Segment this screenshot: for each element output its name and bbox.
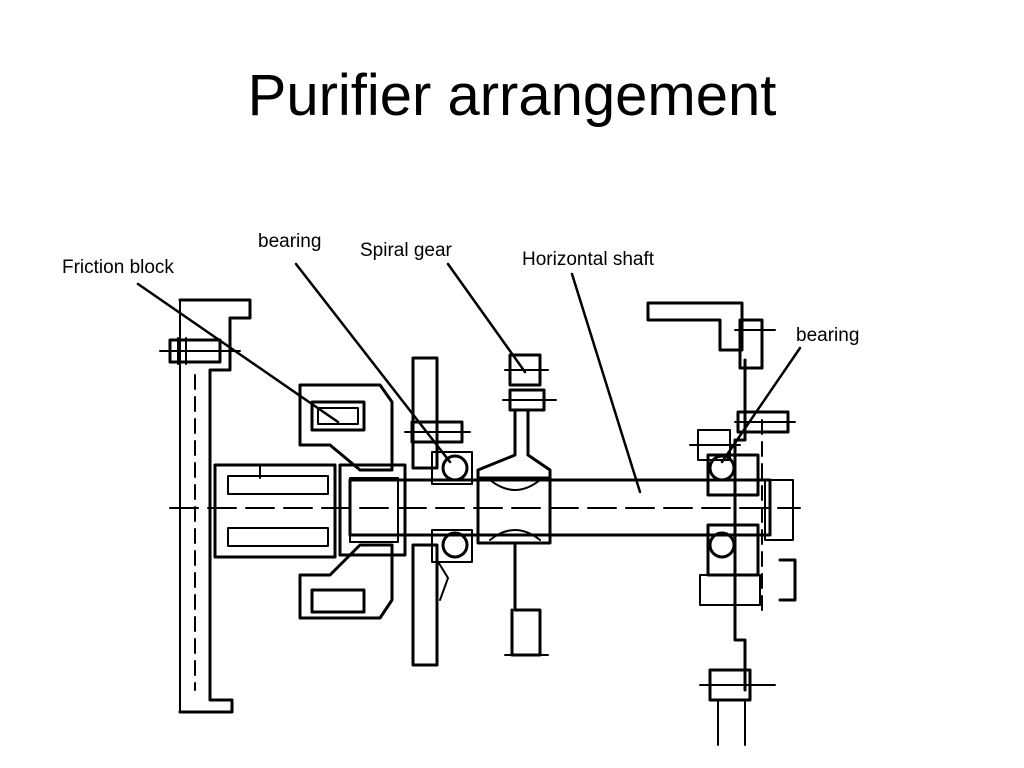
right-bearing-housing [689, 410, 796, 606]
label-spiral-gear: Spiral gear [360, 240, 452, 261]
label-friction-block: Friction block [62, 257, 174, 278]
leader-friction-block [136, 282, 340, 424]
label-horizontal-shaft: Horizontal shaft [522, 249, 655, 270]
leader-spiral-gear [446, 262, 527, 374]
label-bearing-right: bearing [796, 325, 860, 346]
friction-coupling [213, 383, 407, 620]
horizontal-shaft [169, 478, 801, 537]
left-bearing-housing [404, 356, 473, 667]
leader-bearing-left [294, 262, 452, 464]
left-housing-frame [159, 298, 252, 714]
leader-bearing-right [720, 346, 802, 464]
leader-lines [136, 262, 802, 494]
label-bearing-left: bearing [258, 231, 322, 252]
spiral-gear [476, 353, 557, 657]
leader-horizontal-shaft [570, 272, 642, 494]
slide-title: Purifier arrangement [247, 63, 777, 128]
